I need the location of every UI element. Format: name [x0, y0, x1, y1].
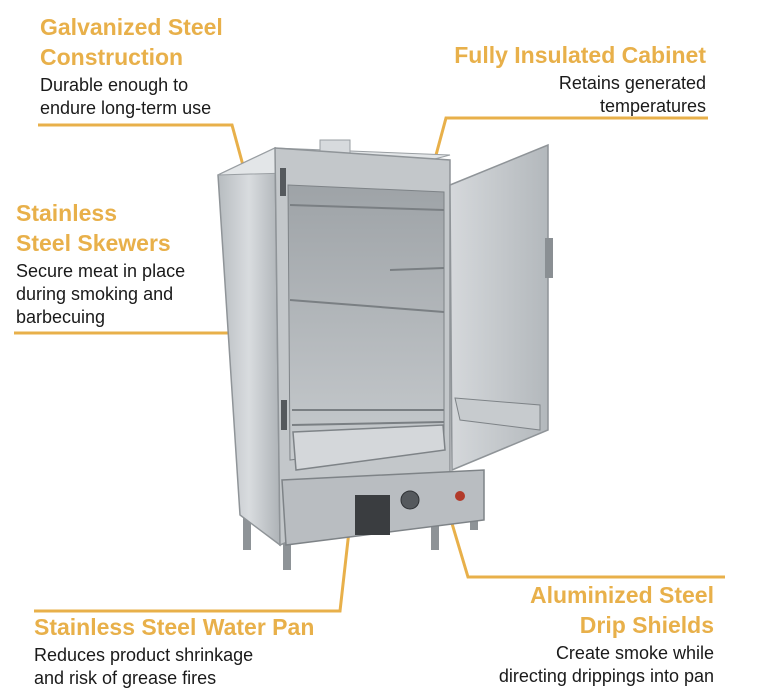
callout-description: Create smoke while directing drippings i…	[499, 642, 714, 688]
callout-galvanized-steel: Galvanized Steel Construction Durable en…	[40, 12, 223, 120]
door-hinges	[280, 168, 287, 430]
cabinet-racks	[289, 204, 445, 426]
desc-line: and risk of grease fires	[34, 668, 217, 688]
desc-line: Secure meat in place	[16, 261, 186, 281]
cabinet-side-panel	[217, 146, 281, 547]
title-line: Steel Skewers	[16, 230, 171, 256]
callout-title: Aluminized Steel Drip Shields	[499, 580, 714, 640]
callout-water-pan: Stainless Steel Water Pan Reduces produc…	[34, 612, 314, 690]
title-line: Construction	[40, 44, 184, 70]
desc-line: Retains generated	[558, 73, 706, 93]
door-drip-tray	[454, 397, 541, 431]
leader-galvanized	[38, 123, 249, 181]
desc-line: temperatures	[599, 96, 706, 116]
desc-line: barbecuing	[16, 307, 106, 327]
leader-insulated	[427, 116, 708, 182]
desc-line: Create smoke while	[555, 643, 714, 663]
title-line: Galvanized Steel	[40, 14, 223, 40]
desc-line: endure long-term use	[40, 98, 212, 118]
callout-drip-shields: Aluminized Steel Drip Shields Create smo…	[499, 580, 714, 688]
water-pan	[292, 424, 446, 471]
door-latch	[545, 238, 553, 278]
callout-description: Durable enough to endure long-term use	[40, 74, 223, 120]
callout-description: Secure meat in place during smoking and …	[16, 260, 185, 329]
desc-line: during smoking and	[16, 284, 174, 304]
callout-description: Reduces product shrinkage and risk of gr…	[34, 644, 314, 690]
callout-skewers: Stainless Steel Skewers Secure meat in p…	[16, 198, 185, 329]
callout-title: Galvanized Steel Construction	[40, 12, 223, 72]
control-plate	[355, 495, 390, 535]
desc-line: directing drippings into pan	[498, 666, 714, 686]
callout-title: Stainless Steel Skewers	[16, 198, 185, 258]
callout-description: Retains generated temperatures	[454, 72, 706, 118]
cabinet-door	[449, 143, 549, 472]
cabinet-interior	[287, 184, 445, 461]
title-line: Drip Shields	[579, 612, 714, 638]
desc-line: Durable enough to	[40, 75, 189, 95]
title-line: Aluminized Steel	[529, 582, 714, 608]
indicator-light	[455, 491, 465, 501]
desc-line: Reduces product shrinkage	[34, 645, 254, 665]
title-line: Stainless	[16, 200, 117, 226]
callout-title: Fully Insulated Cabinet	[454, 42, 706, 68]
control-knob	[400, 490, 420, 510]
callout-title: Stainless Steel Water Pan	[34, 614, 315, 640]
callout-insulated-cabinet: Fully Insulated Cabinet Retains generate…	[454, 40, 706, 118]
